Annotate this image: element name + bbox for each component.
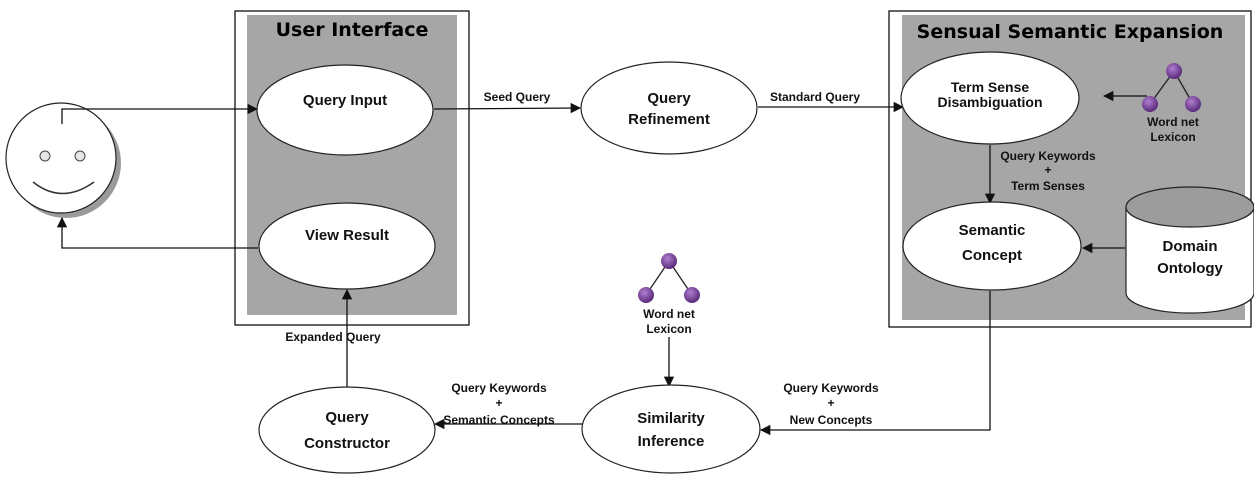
keywords-term-senses-label-1: Query Keywords <box>1000 149 1096 163</box>
view-result-node: View Result <box>258 202 436 290</box>
query-constructor-label-1: Query <box>325 409 369 426</box>
query-input-node: Query Input <box>256 64 434 156</box>
query-constructor-node: Query Constructor <box>258 386 436 474</box>
view-result-label: View Result <box>305 227 389 244</box>
wordnet-middle-label-2: Lexicon <box>646 322 691 336</box>
term-sense-label-2: Disambiguation <box>937 94 1042 110</box>
standard-query-label: Standard Query <box>770 90 860 104</box>
keywords-term-senses-label-2: + <box>1044 163 1051 177</box>
semantic-expansion-title: Sensual Semantic Expansion <box>917 21 1224 43</box>
concept-to-similarity-arrow <box>759 291 991 436</box>
user-interface-title: User Interface <box>276 19 429 41</box>
keywords-semantic-concepts-label-1: Query Keywords <box>451 381 547 395</box>
query-constructor-label-2: Constructor <box>304 435 390 452</box>
user-to-query-input-arrow <box>61 103 259 124</box>
semantic-concept-node: Semantic Concept <box>902 201 1082 291</box>
keywords-new-concepts-label-3: New Concepts <box>790 413 873 427</box>
semantic-concept-label-1: Semantic <box>959 222 1026 239</box>
wordnet-middle-label-1: Word net <box>643 307 695 321</box>
seed-query-arrow <box>433 102 582 114</box>
keywords-new-concepts-label-2: + <box>827 396 834 410</box>
view-result-to-user-arrow <box>56 216 258 249</box>
wordnet-lexicon-middle-icon: Word net Lexicon <box>638 253 700 336</box>
expanded-query-label: Expanded Query <box>285 330 381 344</box>
keywords-new-concepts-label-1: Query Keywords <box>783 381 879 395</box>
domain-ontology-database-icon: Domain Ontology <box>1125 186 1254 314</box>
query-refinement-label-2: Refinement <box>628 111 710 128</box>
similarity-inference-label-1: Similarity <box>637 410 705 427</box>
query-refinement-label-1: Query <box>647 90 691 107</box>
similarity-inference-label-2: Inference <box>638 433 705 450</box>
keywords-semantic-concepts-label-3: Semantic Concepts <box>443 413 555 427</box>
query-refinement-node: Query Refinement <box>580 61 758 155</box>
term-sense-disambiguation-node: Term Sense Disambiguation <box>900 51 1080 145</box>
wordnet-top-label-2: Lexicon <box>1150 130 1195 144</box>
keywords-semantic-concepts-label-2: + <box>495 396 502 410</box>
seed-query-label: Seed Query <box>484 90 551 104</box>
similarity-inference-node: Similarity Inference <box>581 384 761 474</box>
domain-ontology-label-1: Domain <box>1162 238 1217 255</box>
semantic-concept-label-2: Concept <box>962 247 1022 264</box>
wordnet-lexicon-top-icon: Word net Lexicon <box>1142 63 1201 144</box>
query-input-label: Query Input <box>303 92 387 109</box>
keywords-term-senses-label-3: Term Senses <box>1011 179 1085 193</box>
user-smiley-icon <box>5 102 121 218</box>
domain-ontology-label-2: Ontology <box>1157 260 1223 277</box>
term-sense-label-1: Term Sense <box>951 79 1030 95</box>
wordnet-top-label-1: Word net <box>1147 115 1199 129</box>
